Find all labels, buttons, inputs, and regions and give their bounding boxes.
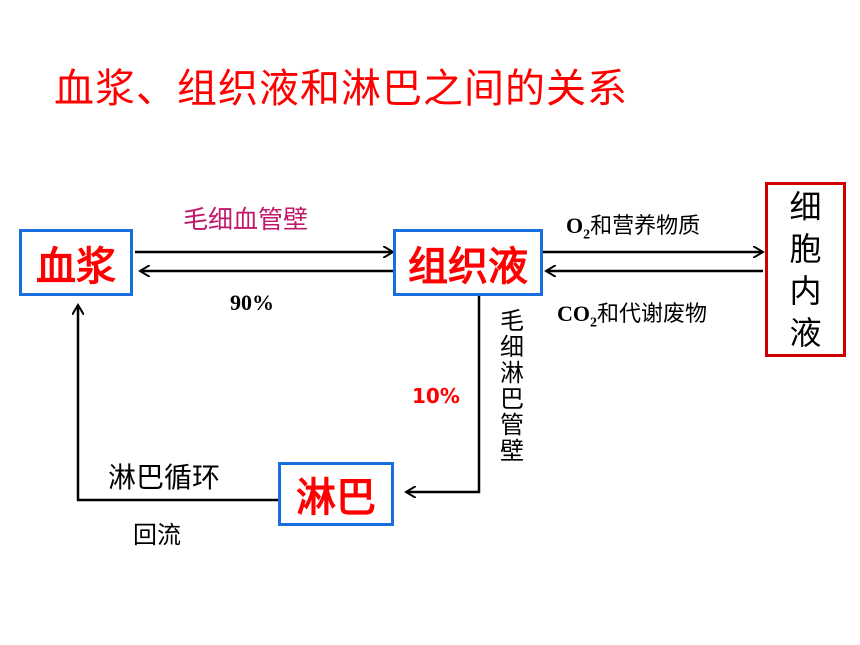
co2-sub: 2 [590, 315, 597, 331]
label-o2-nutrients: O2和营养物质 [566, 208, 700, 243]
label-capillary-wall: 毛细血管壁 [183, 205, 309, 234]
label-return-percent: 90% [230, 290, 274, 315]
label-lymph-percent: 10% [412, 384, 460, 408]
cell-char: 细 [789, 187, 822, 226]
o2-suffix: 和营养物质 [590, 214, 701, 239]
node-plasma: 血浆 [19, 229, 133, 296]
co2-formula: CO2 [557, 301, 597, 330]
cell-char: 胞 [789, 229, 822, 268]
cell-char: 内 [789, 271, 822, 310]
page-title: 血浆、组织液和淋巴之间的关系 [54, 66, 628, 112]
o2-prefix: O [566, 213, 584, 238]
co2-prefix: CO [557, 301, 590, 326]
wall-char: 壁 [500, 437, 524, 465]
node-intracellular-fluid: 细 胞 内 液 [765, 182, 846, 357]
o2-formula: O2 [566, 213, 590, 242]
node-lymph: 淋巴 [278, 462, 394, 526]
wall-char: 巴 [500, 385, 524, 413]
arrow-lymph-to-plasma [78, 305, 278, 502]
node-tissue-fluid: 组织液 [393, 229, 543, 296]
cell-char: 液 [789, 313, 822, 352]
wall-char: 毛 [500, 307, 524, 335]
label-co2-waste: CO2和代谢废物 [557, 296, 707, 331]
label-return-flow: 回流 [133, 521, 181, 549]
wall-char: 管 [500, 411, 524, 439]
label-lymph-circulation: 淋巴循环 [108, 461, 221, 494]
label-lymph-capillary-wall: 毛 细 淋 巴 管 壁 [498, 308, 526, 464]
wall-char: 淋 [500, 359, 524, 387]
wall-char: 细 [500, 333, 524, 361]
o2-sub: 2 [583, 227, 591, 243]
co2-suffix: 和代谢废物 [597, 302, 708, 327]
arrow-tissue-to-lymph [406, 296, 481, 492]
